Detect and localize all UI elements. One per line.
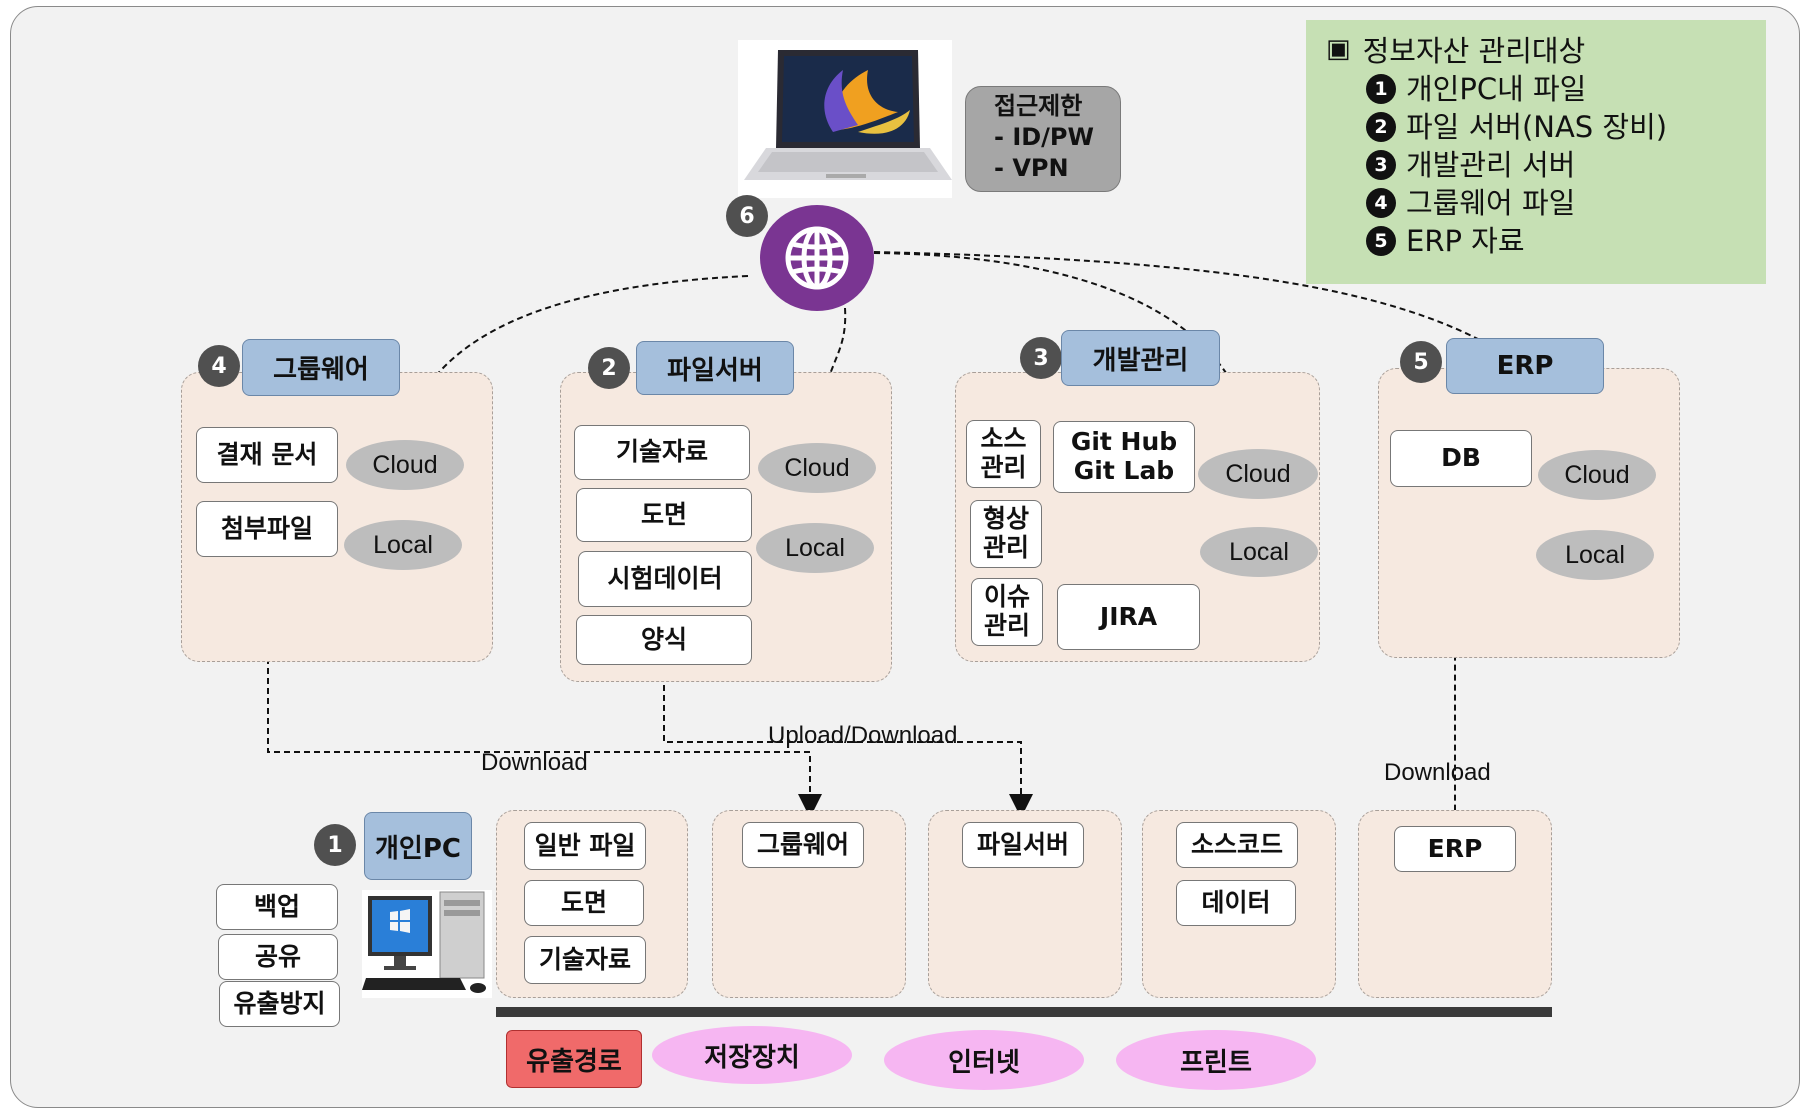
pc-fileserver-box: 파일서버: [962, 822, 1084, 868]
pc-header: 개인PC: [364, 812, 472, 880]
erp-cloud: Cloud: [1538, 450, 1656, 500]
fileserver-local: Local: [756, 523, 874, 573]
groupware-local: Local: [344, 520, 462, 570]
access-vpn: - VPN: [994, 154, 1069, 182]
data-box: 데이터: [1176, 880, 1296, 926]
share-box: 공유: [218, 934, 338, 980]
laptop-image: [738, 40, 952, 198]
legend-num: 5: [1366, 226, 1396, 256]
erp-group: [1378, 368, 1680, 658]
legend-title: 정보자산 관리대상: [1362, 34, 1586, 68]
backup-box: 백업: [216, 884, 338, 930]
config-mgmt-label: 형상 관리: [970, 500, 1042, 568]
access-restriction-box: 접근제한 - ID/PW - VPN: [965, 86, 1121, 192]
git-box: Git Hub Git Lab: [1053, 421, 1195, 493]
upload-download-label: Upload/Download: [768, 722, 958, 749]
legend-square-icon: ▣: [1326, 34, 1351, 64]
test-data-box: 시험데이터: [578, 551, 752, 607]
legend-item: 2 파일 서버(NAS 장비): [1366, 108, 1766, 146]
storage-device-path: 저장장치: [652, 1026, 852, 1084]
form-box: 양식: [576, 615, 752, 665]
access-idpw: - ID/PW: [994, 123, 1094, 151]
legend-label: ERP 자료: [1406, 224, 1525, 258]
erp-local: Local: [1536, 530, 1654, 580]
internet-path: 인터넷: [884, 1030, 1084, 1090]
legend-num: 2: [1366, 112, 1396, 142]
jira-box: JIRA: [1057, 584, 1200, 650]
download-left-label: Download: [481, 749, 588, 776]
approval-doc-box: 결재 문서: [196, 427, 338, 483]
legend-label: 파일 서버(NAS 장비): [1406, 110, 1668, 144]
legend-label: 그룹웨어 파일: [1406, 186, 1576, 220]
legend-num: 4: [1366, 188, 1396, 218]
badge-2: 2: [588, 347, 630, 389]
leak-bar: [496, 1007, 1552, 1017]
access-title: 접근제한: [994, 92, 1083, 120]
erp-header: ERP: [1446, 338, 1604, 394]
source-code-box: 소스코드: [1176, 822, 1298, 868]
legend-item: 5 ERP 자료: [1366, 222, 1766, 260]
badge-5: 5: [1400, 341, 1442, 383]
source-mgmt-label: 소스 관리: [966, 420, 1041, 488]
legend-num: 1: [1366, 74, 1396, 104]
legend-item: 3 개발관리 서버: [1366, 146, 1766, 184]
legend-label: 개발관리 서버: [1406, 148, 1576, 182]
devmgmt-local: Local: [1200, 527, 1318, 577]
tech-data-box: 기술자료: [574, 425, 750, 480]
fileserver-cloud: Cloud: [758, 443, 876, 493]
desktop-pc-image: [362, 890, 492, 998]
pc-tech-data-box: 기술자료: [524, 936, 646, 984]
badge-3: 3: [1020, 337, 1062, 379]
legend-num: 3: [1366, 150, 1396, 180]
fileserver-header: 파일서버: [636, 341, 794, 395]
badge-1: 1: [314, 824, 356, 866]
pc-erp-box: ERP: [1394, 826, 1516, 872]
drawing-box: 도면: [576, 488, 752, 542]
leak-path-label: 유출경로: [506, 1030, 642, 1088]
attachment-box: 첨부파일: [196, 501, 338, 557]
groupware-header: 그룹웨어: [242, 339, 400, 396]
devmgmt-header: 개발관리: [1061, 330, 1220, 386]
groupware-cloud: Cloud: [346, 440, 464, 490]
leak-prevent-box: 유출방지: [219, 981, 340, 1027]
download-right-label: Download: [1384, 759, 1491, 786]
badge-4: 4: [198, 345, 240, 387]
print-path: 프린트: [1116, 1030, 1316, 1090]
devmgmt-cloud: Cloud: [1198, 449, 1318, 499]
pc-drawing-box: 도면: [524, 880, 644, 926]
badge-6: 6: [726, 195, 768, 237]
legend-label: 개인PC내 파일: [1406, 72, 1587, 106]
pc-groupware-box: 그룹웨어: [742, 822, 864, 868]
db-box: DB: [1390, 430, 1532, 487]
legend-item: 4 그룹웨어 파일: [1366, 184, 1766, 222]
globe-icon: [760, 205, 874, 311]
general-file-box: 일반 파일: [524, 822, 646, 870]
asset-legend: ▣ 정보자산 관리대상 1 개인PC내 파일 2 파일 서버(NAS 장비) 3 개발관…: [1306, 20, 1766, 284]
issue-mgmt-label: 이슈 관리: [971, 578, 1043, 646]
legend-item: 1 개인PC내 파일: [1366, 70, 1766, 108]
